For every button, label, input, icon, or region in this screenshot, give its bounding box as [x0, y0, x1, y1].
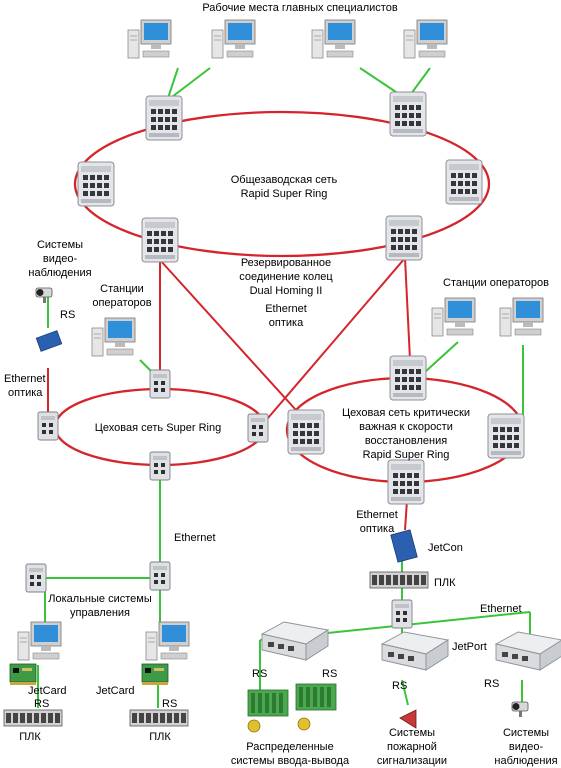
jetcon-converter: [390, 529, 418, 563]
dual-homing-link-2: [159, 259, 306, 421]
jetcon-fiber: [404, 499, 408, 531]
local-pc-right: [145, 621, 190, 661]
critical-switch-top: [389, 355, 427, 401]
local-pc-left: [17, 621, 62, 661]
operator-station-right-2: [499, 297, 544, 337]
io-module-2: [295, 683, 337, 711]
critical-ring-label-4: Rapid Super Ring: [363, 449, 450, 461]
critical-switch-bottom: [387, 459, 425, 505]
dual-homing-label-1: Резервированное: [241, 257, 331, 269]
ethernet-mid-label: Ethernet: [174, 532, 216, 544]
factory-net-label-2: Rapid Super Ring: [241, 188, 328, 200]
jetcard-left-label: JetCard: [28, 685, 67, 697]
jetcard-left-icon: [9, 663, 37, 686]
critical-ring-label-2: важная к скорости: [359, 421, 453, 433]
operator-station-right-1: [431, 297, 476, 337]
critical-ring-label-3: восстановления: [365, 435, 447, 447]
jetport-device-3: [495, 631, 561, 671]
workstation-2: [211, 19, 256, 59]
jetcon-label: JetCon: [428, 542, 463, 554]
local-control-label-2: управления: [70, 607, 130, 619]
video-left-label-1: Системы: [37, 239, 83, 251]
video-right-label-3: наблюдения: [494, 755, 557, 767]
fire-alarm-icon: [399, 709, 417, 729]
critical-ring-label-1: Цеховая сеть критически: [342, 407, 470, 419]
switch-ring-bottom-right: [385, 215, 423, 261]
dual-homing-label-3: Dual Homing II: [250, 285, 323, 297]
workstation-4: [403, 19, 448, 59]
dual-homing-link-4: [404, 257, 411, 361]
local-switch-right: [149, 561, 171, 591]
rs-left-label: RS: [60, 309, 75, 321]
camera-right-icon: [511, 701, 529, 718]
shop-switch-top: [149, 369, 171, 399]
switch-ring-top-left: [145, 95, 183, 141]
fire-label-1: Системы: [389, 727, 435, 739]
video-left-label-2: видео-: [43, 253, 78, 265]
switch-ring-left: [77, 161, 115, 207]
distributed-label-2: системы ввода-вывода: [231, 755, 350, 767]
converter-left: [35, 330, 63, 352]
plc-left-1-label: ПЛК: [19, 731, 41, 743]
rs-label-4: RS: [322, 668, 337, 680]
workstation-1: [127, 19, 172, 59]
eth-optic-right-label-2: оптика: [360, 523, 395, 535]
rs-label-3: RS: [252, 668, 267, 680]
fire-label-2: пожарной: [387, 741, 437, 753]
plc-left-1: [3, 709, 63, 727]
critical-switch-left: [287, 409, 325, 455]
video-right-label-2: видео-: [509, 741, 544, 753]
rs-label-1: RS: [34, 698, 49, 710]
sensor-2-icon: [297, 717, 311, 731]
camera-left-icon: [35, 287, 53, 304]
eth-optic-right-label-1: Ethernet: [356, 509, 398, 521]
shop-switch-bottom: [149, 451, 171, 481]
top-title: Рабочие места главных специалистов: [202, 2, 398, 14]
jetcard-right-icon: [141, 663, 169, 686]
distributed-label-1: Распределенные: [246, 741, 333, 753]
switch-ring-top-right: [389, 91, 427, 137]
workstation-3: [311, 19, 356, 59]
io-module-1: [247, 689, 289, 717]
plc-right-label: ПЛК: [434, 577, 456, 589]
plc-left-2: [129, 709, 189, 727]
dual-homing-label-5: оптика: [269, 317, 304, 329]
jetport-device-1: [261, 621, 329, 661]
jetport-label: JetPort: [452, 641, 487, 653]
local-control-label-1: Локальные системы: [48, 593, 152, 605]
ethernet-right-label: Ethernet: [480, 603, 522, 615]
video-right-label-1: Системы: [503, 727, 549, 739]
shop-ring-label: Цеховая сеть Super Ring: [95, 422, 221, 434]
local-switch-left: [25, 563, 47, 593]
sensor-1-icon: [247, 719, 261, 733]
operators-left-label-2: операторов: [92, 297, 151, 309]
operators-left-label-1: Станции: [100, 283, 144, 295]
critical-switch-right: [487, 413, 525, 459]
shop-switch-left: [37, 411, 59, 441]
dual-homing-label-4: Ethernet: [265, 303, 307, 315]
operator-station-left: [91, 317, 136, 357]
dual-homing-link-3: [261, 257, 406, 426]
switch-ring-right: [445, 159, 483, 205]
rs-label-6: RS: [484, 678, 499, 690]
rs-label-2: RS: [162, 698, 177, 710]
eth-optic-left-label-2: оптика: [8, 387, 43, 399]
rs-label-5: RS: [392, 680, 407, 692]
video-left-label-3: наблюдения: [28, 267, 91, 279]
operators-right-label: Станции операторов: [443, 277, 549, 289]
switch-ring-bottom-left: [141, 217, 179, 263]
eth-optic-left-label-1: Ethernet: [4, 373, 46, 385]
shop-switch-right: [247, 413, 269, 443]
factory-net-label-1: Общезаводская сеть: [231, 174, 338, 186]
factory-ring: [73, 110, 491, 258]
dual-homing-label-2: соединение колец: [239, 271, 333, 283]
plc-right: [369, 571, 429, 589]
switch-lower-right: [391, 599, 413, 629]
jetport-device-2: [381, 631, 449, 671]
jetcard-right-label: JetCard: [96, 685, 135, 697]
plc-left-2-label: ПЛК: [149, 731, 171, 743]
fire-label-3: сигнализации: [377, 755, 447, 767]
